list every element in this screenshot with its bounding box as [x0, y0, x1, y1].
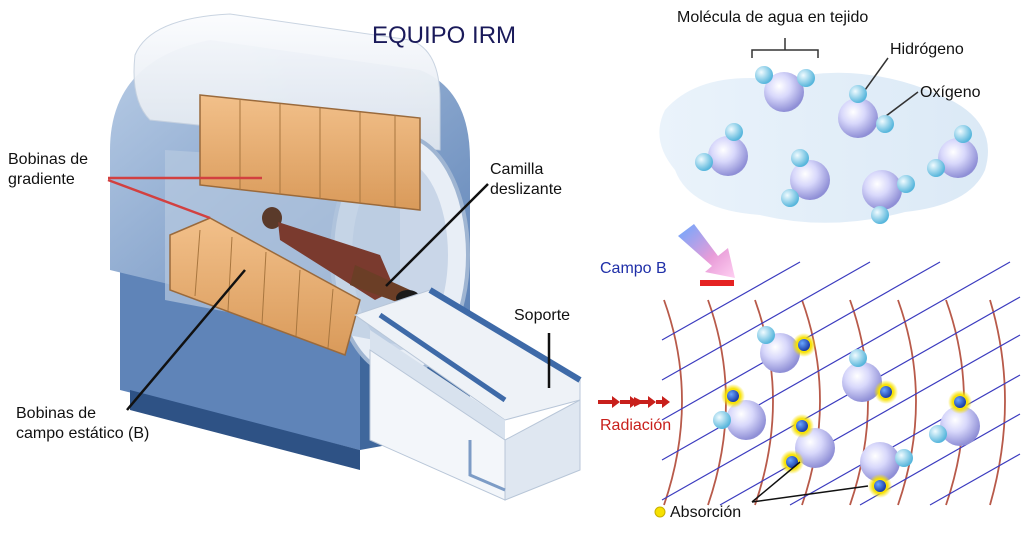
water-molecule: [695, 123, 748, 176]
molecule-bracket: [751, 38, 819, 58]
water-molecule: [838, 85, 894, 138]
gradient-pointer-line-2: [107, 178, 211, 220]
sliding-bed-label-line1: Camilla: [490, 161, 544, 178]
scanner-foot: [130, 390, 360, 470]
static-coils-label-line1: Bobinas de: [16, 405, 97, 422]
gradient-coils-label-line1: Bobinas de: [8, 151, 89, 168]
water-molecule: [781, 149, 830, 207]
absorption-label: Absorción: [670, 504, 742, 521]
water-molecule: [862, 170, 915, 224]
sliding-bed-label-line2: deslizante: [490, 181, 563, 198]
radiation-arrows: [598, 396, 670, 408]
field-b-label: Campo B: [600, 260, 667, 277]
water-molecule-label: Molécula de agua en tejido: [677, 9, 869, 26]
excited-molecule: [860, 442, 913, 498]
excited-molecule: [929, 390, 980, 446]
bed-pointer-line: [385, 183, 489, 287]
static-coil-pointer-line: [126, 269, 246, 411]
mri-machine: [110, 13, 582, 501]
absorption-pointer-1: [751, 461, 801, 503]
static-coils-label-line2: campo estático (B): [16, 425, 150, 442]
diagram-title: EQUIPO IRM: [372, 22, 517, 49]
hydrogen-pointer: [864, 57, 889, 91]
gradient-coils-label-line2: gradiente: [8, 171, 75, 188]
hydrogen-label: Hidrógeno: [890, 41, 964, 58]
field-arrow: [678, 224, 735, 286]
field-panel: [661, 261, 1021, 506]
support-label: Soporte: [514, 307, 571, 324]
excited-molecule: [780, 414, 835, 474]
lower-gradient-coil: [169, 217, 361, 356]
water-molecule: [755, 66, 815, 112]
upper-gradient-coil: [199, 94, 421, 211]
tissue-panel: [659, 38, 988, 224]
absorption-pointer-2: [751, 485, 869, 503]
patient-table: [353, 287, 582, 501]
absorption-legend-dot: [654, 506, 666, 518]
oxygen-label: Oxígeno: [920, 84, 981, 101]
excited-molecule: [757, 326, 816, 373]
radiation-waves: [661, 261, 1021, 506]
excited-molecule: [842, 349, 898, 404]
excited-molecule: [713, 384, 766, 440]
water-molecule: [927, 125, 978, 178]
radiation-label: Radiación: [600, 417, 672, 434]
